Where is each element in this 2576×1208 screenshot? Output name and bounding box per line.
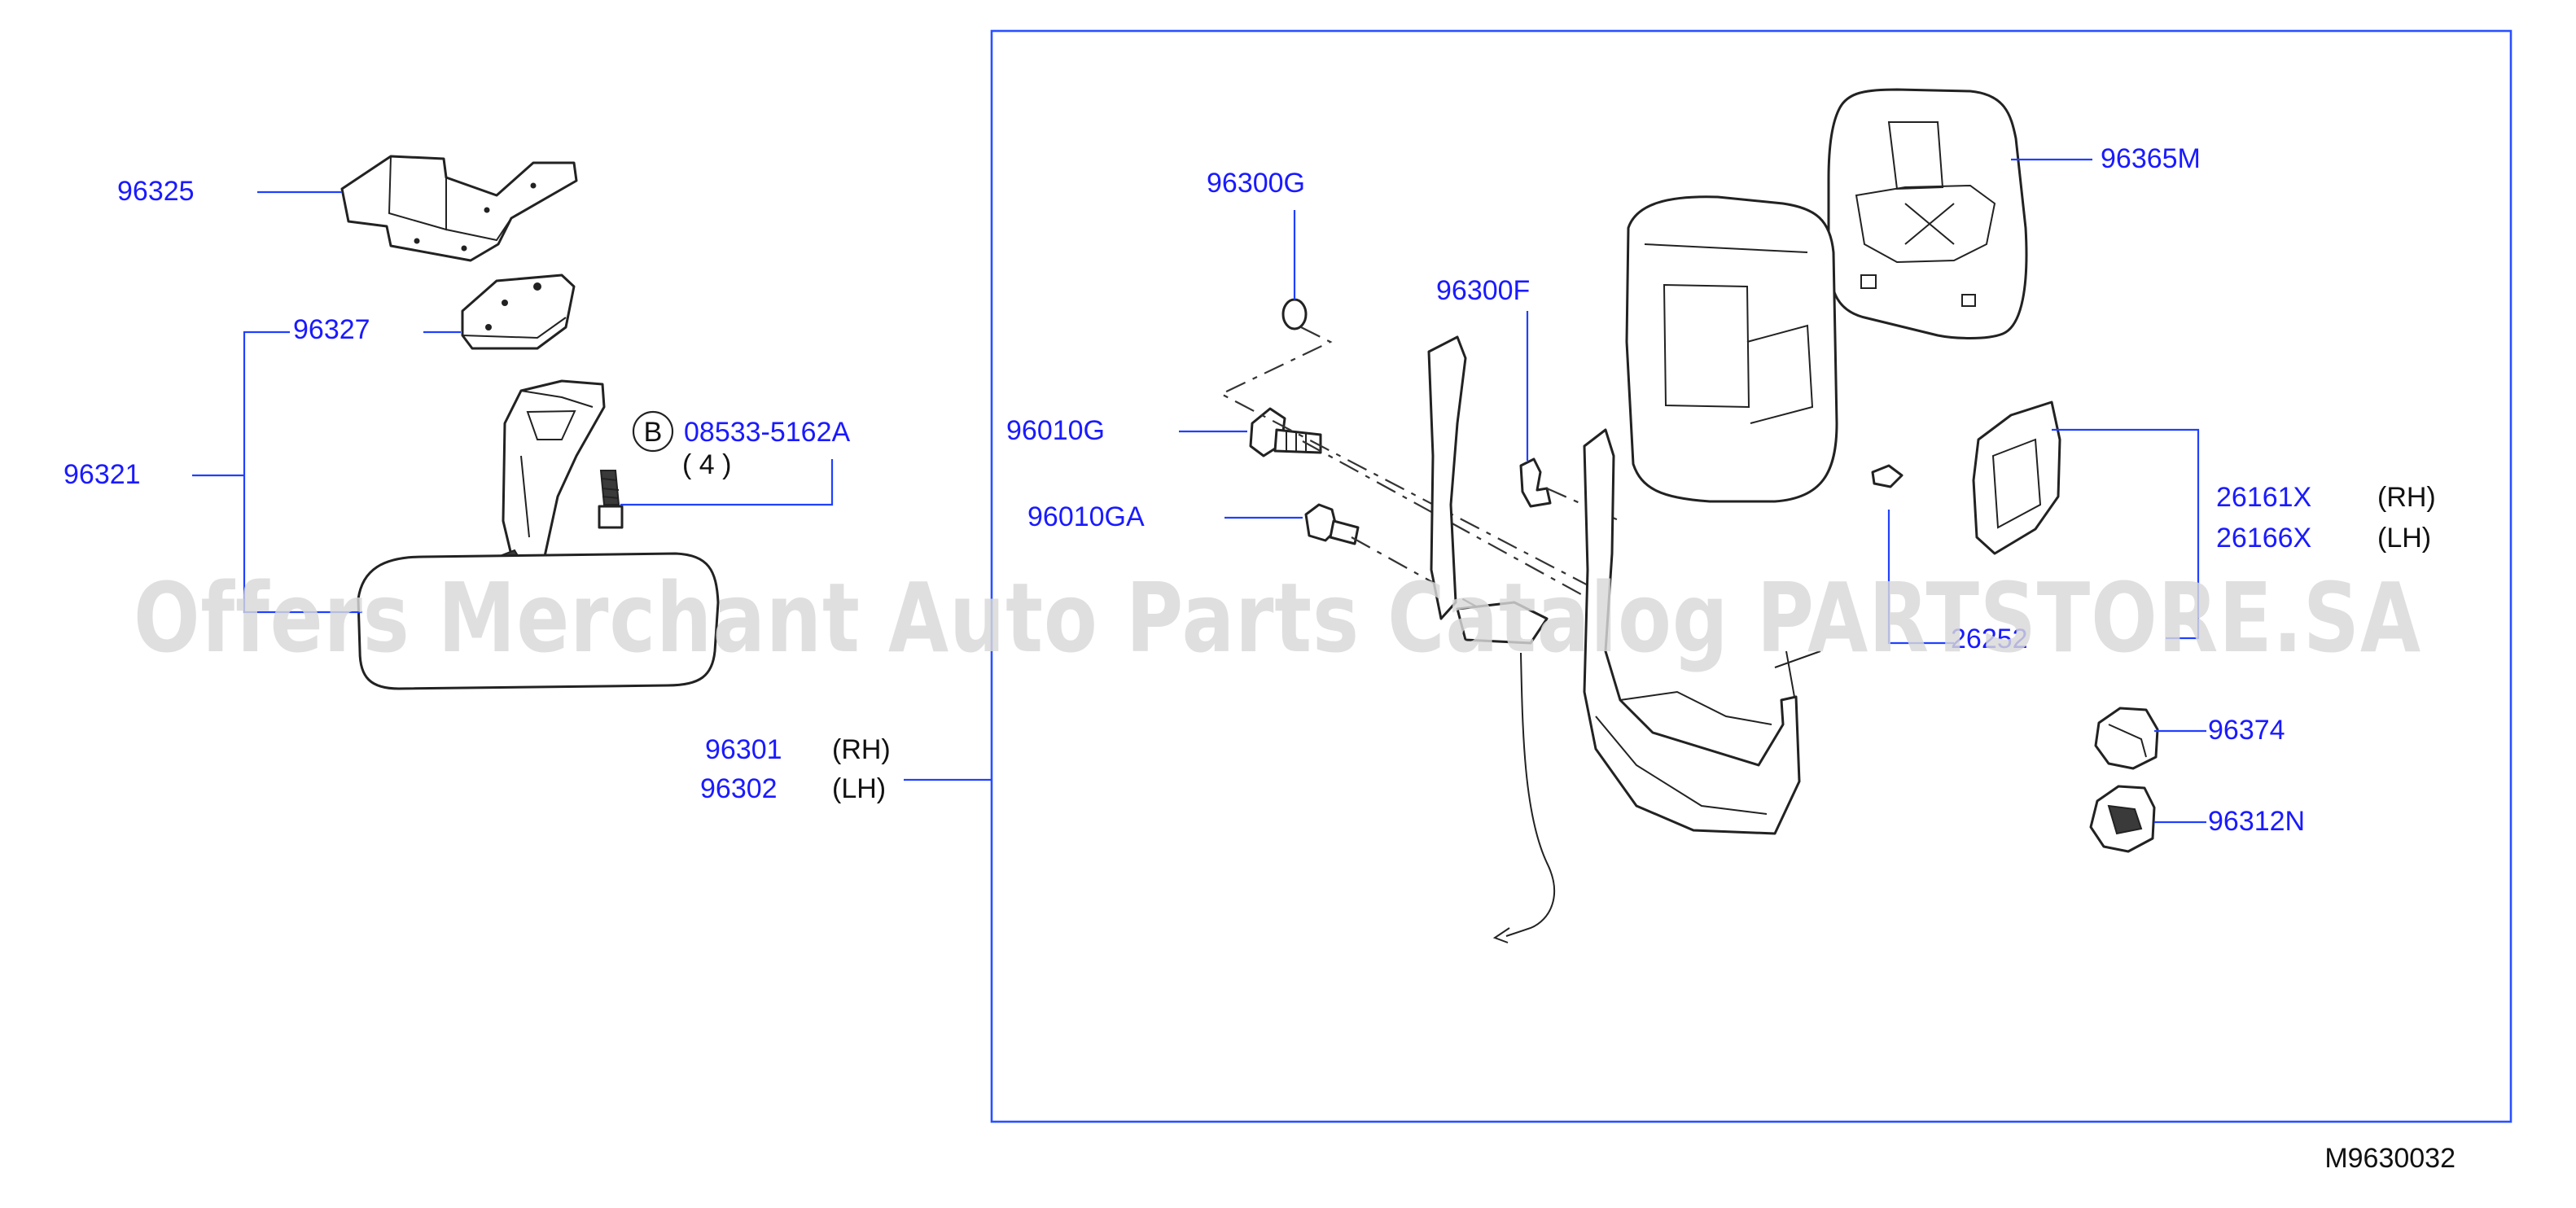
part-number-96302[interactable]: 96302: [700, 773, 778, 804]
leader-96327-group: [243, 330, 362, 614]
part-number-96327[interactable]: 96327: [293, 314, 370, 345]
part-number-96321[interactable]: 96321: [64, 459, 141, 490]
bracket-96325-drawing: [340, 155, 578, 262]
cap-96300G-drawing: [1281, 298, 1308, 330]
screw-08533-drawing: [598, 470, 624, 529]
diagram-code: M9630032: [2324, 1143, 2456, 1174]
part-number-96300F[interactable]: 96300F: [1436, 275, 1530, 306]
fastener-symbol-circle: [632, 410, 674, 453]
motor-96374-drawing: [2094, 707, 2159, 770]
part-number-96300G[interactable]: 96300G: [1207, 168, 1305, 199]
actuator-96312N-drawing: [2089, 785, 2156, 853]
part-number-96301[interactable]: 96301: [705, 734, 782, 765]
mirror-housing-drawing: [1625, 195, 1838, 503]
part-number-08533-5162A[interactable]: 08533-5162A: [684, 417, 851, 448]
clip-96300F-drawing: [1519, 457, 1552, 508]
part-number-96312N[interactable]: 96312N: [2208, 806, 2305, 837]
part-number-26252[interactable]: 26252: [1951, 624, 2028, 654]
side-26161X: (RH): [2377, 482, 2436, 513]
part-number-26166X[interactable]: 26166X: [2216, 523, 2311, 554]
part-number-96365M[interactable]: 96365M: [2101, 143, 2201, 174]
watermark-text: Offers Merchant Auto Parts Catalog PARTS…: [134, 562, 2421, 674]
mirror-arm-assembly-drawing: [1427, 335, 1821, 943]
part-number-26161X[interactable]: 26161X: [2216, 482, 2311, 513]
leader-08533: [620, 459, 834, 506]
part-number-96325[interactable]: 96325: [117, 176, 195, 207]
side-26166X: (LH): [2377, 523, 2431, 554]
part-number-96010GA[interactable]: 96010GA: [1027, 501, 1145, 532]
inside-mirror-body-drawing: [357, 552, 720, 690]
side-96301: (RH): [832, 734, 891, 765]
outside-mirror-frame: [990, 29, 2512, 1123]
lamp-26252-drawing: [1871, 464, 1904, 488]
leader-26252: [1887, 510, 1954, 645]
pad-96327-drawing: [461, 274, 576, 350]
fastener-symbol: B: [644, 417, 663, 448]
side-lamp-26161X-drawing: [1972, 400, 2061, 555]
leader-26161X: [2052, 428, 2200, 640]
side-96302: (LH): [832, 773, 886, 804]
bolt-96010GA-drawing: [1304, 503, 1360, 545]
part-number-96374[interactable]: 96374: [2208, 715, 2285, 746]
part-number-96010G[interactable]: 96010G: [1006, 415, 1105, 446]
bolt-96010G-drawing: [1249, 407, 1322, 457]
fastener-quantity: ( 4 ): [682, 449, 731, 480]
mirror-glass-96365M-drawing: [1827, 88, 2028, 339]
